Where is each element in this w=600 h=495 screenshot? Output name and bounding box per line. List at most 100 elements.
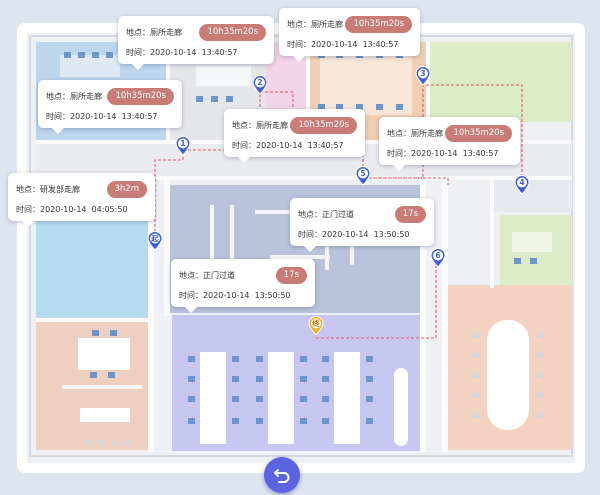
map-pin-icon xyxy=(175,136,191,156)
time-value: 2020-10-14 04:05:50 xyxy=(40,205,128,214)
card-time-row: 时间：2020-10-14 13:40:57 xyxy=(287,39,399,51)
card-time-row: 时间：2020-10-14 13:50:50 xyxy=(298,229,410,241)
time-label: 时间： xyxy=(126,48,150,57)
time-value: 2020-10-14 13:40:57 xyxy=(256,141,344,150)
card-time-row: 时间：2020-10-14 13:40:57 xyxy=(46,111,158,123)
room-bottom-left-counter xyxy=(80,408,130,422)
location-label: 地点： xyxy=(126,28,150,37)
room-top-green xyxy=(426,42,572,122)
room-top-center-desk xyxy=(196,66,251,86)
wall xyxy=(36,176,572,180)
route-marker-start[interactable]: 起 xyxy=(147,231,163,251)
card-time-row: 时间：2020-10-14 13:40:57 xyxy=(387,148,499,160)
card-time-row: 时间：2020-10-14 13:40:57 xyxy=(126,47,238,59)
duration-badge: 10h35m20s xyxy=(445,125,512,142)
wall xyxy=(306,42,310,142)
route-marker-end[interactable]: 终 xyxy=(308,316,324,336)
marker-label: 6 xyxy=(435,251,441,260)
undo-arrow-icon xyxy=(274,469,290,483)
back-button[interactable] xyxy=(264,457,300,493)
stop-info-card: 地点：厕所走廊 10h35m20s 时间：2020-10-14 13:40:57 xyxy=(118,16,274,70)
duration-badge: 3h2m xyxy=(106,181,147,198)
time-label: 时间： xyxy=(179,291,203,300)
time-label: 时间： xyxy=(287,40,311,49)
marker-label: 5 xyxy=(360,169,366,178)
room-bottom-left-wall xyxy=(62,385,142,389)
room-bottom-center-desks xyxy=(268,352,294,444)
time-label: 时间： xyxy=(387,149,411,158)
time-value: 2020-10-14 13:40:57 xyxy=(150,48,238,57)
time-label: 时间： xyxy=(16,205,40,214)
route-marker-stop[interactable]: 5 xyxy=(355,166,371,186)
card-location-row: 地点：厕所走廊 10h35m20s xyxy=(126,24,266,42)
card-time-row: 时间：2020-10-14 04:05:50 xyxy=(16,204,128,216)
location-value: 厕所走廊 xyxy=(311,20,343,29)
wall xyxy=(164,176,170,316)
location-value: 正门过道 xyxy=(322,210,354,219)
room-center-partition xyxy=(270,255,330,259)
time-label: 时间： xyxy=(298,230,322,239)
location-value: 厕所走廊 xyxy=(70,92,102,101)
time-label: 时间： xyxy=(46,112,70,121)
map-pin-icon xyxy=(355,166,371,186)
marker-label: 4 xyxy=(519,178,525,187)
card-time-row: 时间：2020-10-14 13:50:50 xyxy=(179,290,291,302)
room-right-upper xyxy=(490,176,572,212)
card-location-row: 地点：研发部走廊 3h2m xyxy=(16,181,147,199)
room-center-partition xyxy=(230,205,234,260)
map-pin-icon xyxy=(308,316,324,336)
route-marker-stop[interactable]: 2 xyxy=(252,75,268,95)
route-marker-stop[interactable]: 4 xyxy=(514,175,530,195)
chairs-peach xyxy=(85,332,544,445)
location-value: 厕所走廊 xyxy=(256,121,288,130)
location-label: 地点： xyxy=(16,185,40,194)
duration-badge: 10h35m20s xyxy=(345,16,412,33)
location-label: 地点： xyxy=(287,20,311,29)
location-value: 正门过道 xyxy=(203,271,235,280)
room-bottom-center-desks xyxy=(334,352,360,444)
location-value: 厕所走廊 xyxy=(411,129,443,138)
wall xyxy=(148,176,154,452)
marker-label: 终 xyxy=(312,319,320,328)
marker-label: 起 xyxy=(151,234,159,243)
wall xyxy=(442,176,448,452)
room-right-peach-table xyxy=(487,320,529,430)
wall xyxy=(490,176,494,288)
room-bottom-left-table xyxy=(78,338,130,370)
location-label: 地点： xyxy=(232,121,256,130)
duration-badge: 10h35m20s xyxy=(107,88,174,105)
marker-label: 1 xyxy=(180,139,186,148)
time-label: 时间： xyxy=(232,141,256,150)
marker-label: 2 xyxy=(257,78,263,87)
map-pin-icon xyxy=(147,231,163,251)
map-pin-icon xyxy=(415,66,431,86)
duration-badge: 10h35m20s xyxy=(199,24,266,41)
stop-info-card: 地点：研发部走廊 3h2m 时间：2020-10-14 04:05:50 xyxy=(8,173,155,227)
route-marker-stop[interactable]: 6 xyxy=(430,248,446,268)
time-value: 2020-10-14 13:40:57 xyxy=(411,149,499,158)
duration-badge: 17s xyxy=(394,206,426,223)
room-bottom-center-pod xyxy=(394,368,408,446)
location-value: 研发部走廊 xyxy=(40,185,80,194)
room-bottom-center-desks xyxy=(200,352,226,444)
route-marker-stop[interactable]: 3 xyxy=(415,66,431,86)
wall xyxy=(420,176,426,452)
route-marker-stop[interactable]: 1 xyxy=(175,136,191,156)
duration-badge: 17s xyxy=(275,267,307,284)
location-value: 厕所走廊 xyxy=(150,28,182,37)
map-pin-icon xyxy=(252,75,268,95)
room-center-partition xyxy=(210,205,214,265)
